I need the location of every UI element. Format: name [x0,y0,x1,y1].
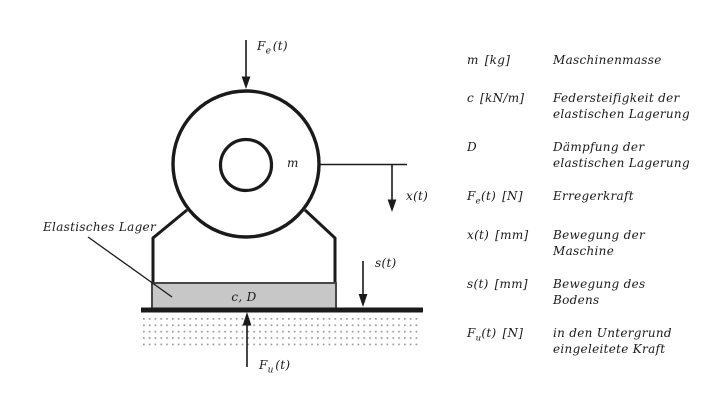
bearing-params-label: c, D [231,290,256,304]
symbol-legend: m[kg] Maschinenmasse c[kN/m] Federsteifi… [467,52,717,374]
legend-row-mass: m[kg] Maschinenmasse [467,52,717,73]
callout-leader-line [87,236,173,298]
legend-symbol: c[kN/m] [467,91,525,106]
elastic-bearing-callout-label: Elastisches Lager [42,220,157,234]
ground-line [141,307,423,313]
legend-description: Maschinenmasse [553,53,662,67]
legend-description: Erregerkraft [553,189,634,204]
legend-symbol: D [467,140,477,155]
support-frame [151,208,337,285]
machine-hub-circle [218,137,274,193]
legend-symbol: m[kg] [467,53,511,67]
ground-force-label: Fu(t) [258,358,290,376]
x-displacement-label: x(t) [406,189,428,203]
legend-symbol: Fu(t)[N] [467,325,524,344]
legend-row-excitation-force: Fe(t)[N] Erregerkraft [467,188,717,209]
ground-hatch [143,316,420,346]
bearing-block [151,282,337,311]
ground-force-arrowhead [242,312,252,326]
machine-diagram: c, D m Fe(t) x(t) s(t) Fu(t) Elastisches… [42,39,428,376]
legend-symbol: s(t)[mm] [467,276,528,291]
s-displacement-arrowhead [358,294,368,307]
excitation-force-arrowhead [241,76,251,89]
legend-symbol: x(t)[mm] [467,227,529,242]
excitation-force-label: Fe(t) [256,39,288,57]
legend-symbol: Fe(t)[N] [467,189,523,207]
s-displacement-label: s(t) [375,256,397,270]
mass-label: m [287,156,299,170]
x-displacement-arrowhead [387,199,397,212]
